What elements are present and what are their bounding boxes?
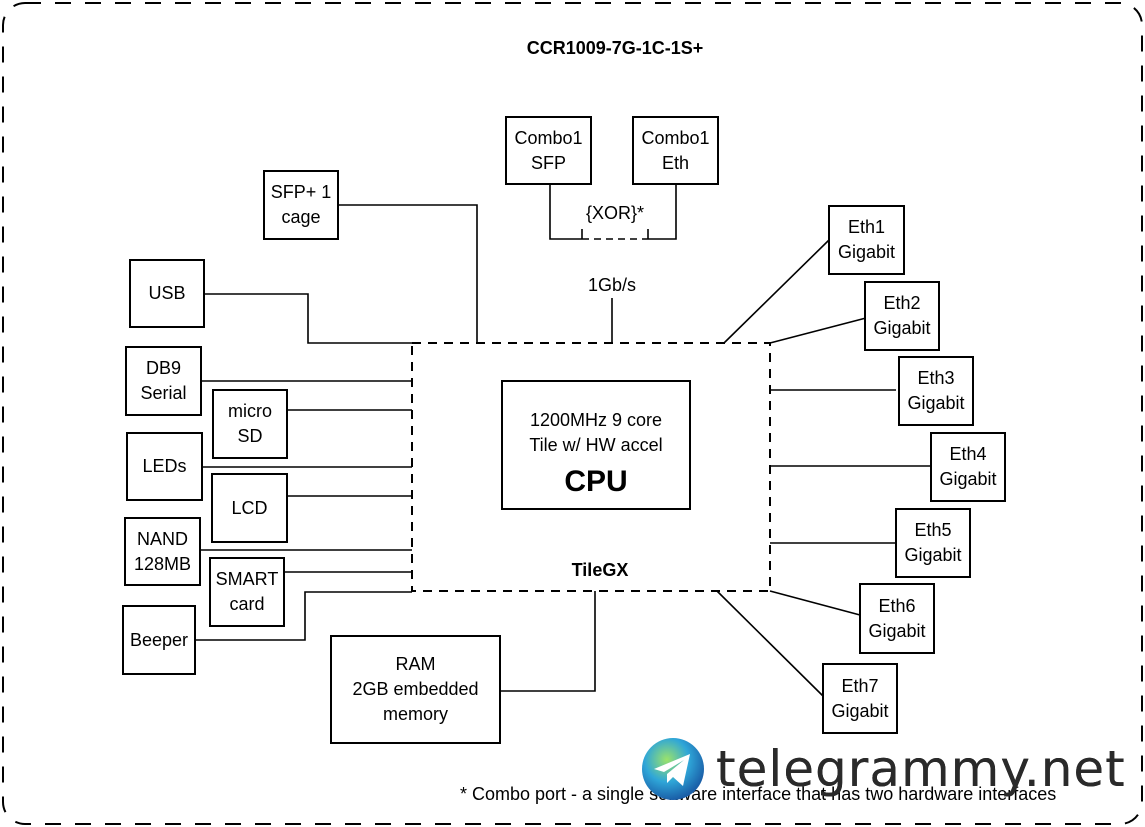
ram-line2: 2GB embedded	[352, 679, 479, 699]
smartcard-line2: card	[229, 594, 265, 614]
combo1-eth-box: Combo1 Eth	[632, 116, 719, 185]
sfp-cage-line2: cage	[281, 207, 321, 227]
cpu-label: CPU	[564, 465, 628, 498]
sfp-cage-line1: SFP+ 1	[270, 182, 332, 202]
cpu-box: 1200MHz 9 core Tile w/ HW accel CPU	[501, 380, 691, 510]
eth5-line2: Gigabit	[904, 545, 962, 565]
eth7-box: Eth7 Gigabit	[822, 663, 898, 734]
eth6-line2: Gigabit	[868, 620, 926, 641]
eth4-line1: Eth4	[949, 444, 987, 464]
usb-box: USB	[129, 259, 205, 328]
microsd-box: micro SD	[212, 389, 288, 459]
nand-box: NAND 128MB	[124, 517, 201, 586]
eth2-line2: Gigabit	[873, 318, 931, 338]
combo1-sfp-line1: Combo1	[514, 127, 583, 148]
microsd-line2: SD	[237, 426, 263, 446]
lcd-label: LCD	[231, 497, 268, 518]
line-sfp-cage	[337, 204, 478, 343]
db9-line1: DB9	[145, 358, 181, 378]
eth5-line1: Eth5	[914, 520, 952, 540]
line-eth7	[716, 590, 824, 697]
speed-label: 1Gb/s	[572, 274, 652, 296]
beeper-box: Beeper	[122, 605, 196, 675]
eth7-line2: Gigabit	[831, 700, 889, 721]
line-beeper	[195, 591, 412, 641]
line-eth1	[723, 239, 830, 344]
leds-label: LEDs	[142, 456, 187, 476]
combo1-eth-line1: Combo1	[641, 127, 710, 148]
line-combo-eth	[648, 185, 677, 240]
eth6-box: Eth6 Gigabit	[859, 583, 935, 654]
leds-box: LEDs	[126, 432, 203, 501]
nand-line1: NAND	[136, 528, 188, 549]
smartcard-line1: SMART	[215, 569, 279, 589]
telegram-globe-icon	[642, 738, 704, 800]
eth4-line2: Gigabit	[939, 469, 997, 489]
nand-line2: 128MB	[133, 553, 192, 574]
xor-label: {XOR}*	[585, 203, 645, 223]
eth7-line1: Eth7	[841, 675, 879, 696]
line-usb	[204, 293, 412, 344]
sfp-cage-box: SFP+ 1 cage	[263, 170, 339, 240]
combo1-eth-line2: Eth	[661, 152, 690, 173]
cpu-line1: 1200MHz 9 core	[529, 410, 663, 430]
eth2-line1: Eth2	[883, 293, 921, 313]
eth1-line1: Eth1	[847, 217, 886, 237]
diagram-title: CCR1009-7G-1C-1S+	[526, 38, 704, 58]
combo1-sfp-line2: SFP	[530, 152, 566, 173]
line-combo-sfp	[549, 185, 582, 240]
eth1-line2: Gigabit	[837, 242, 896, 262]
watermark-text: telegrammy.net	[716, 740, 1126, 798]
eth5-box: Eth5 Gigabit	[895, 508, 971, 578]
db9-line2: Serial	[140, 383, 187, 403]
cpu-line2: Tile w/ HW accel	[529, 435, 663, 455]
watermark: telegrammy.net	[640, 734, 1126, 804]
line-ram	[500, 591, 596, 692]
combo1-sfp-box: Combo1 SFP	[505, 116, 592, 185]
ram-line3: memory	[382, 704, 448, 724]
microsd-line1: micro	[228, 401, 272, 421]
combo-footnote: * Combo port - a single software interfa…	[460, 784, 1057, 804]
eth2-box: Eth2 Gigabit	[864, 281, 940, 351]
eth6-line1: Eth6	[878, 595, 916, 616]
eth3-line2: Gigabit	[907, 393, 965, 413]
usb-label: USB	[148, 283, 186, 303]
eth4-box: Eth4 Gigabit	[930, 432, 1006, 502]
line-eth2	[769, 317, 867, 344]
eth3-line1: Eth3	[917, 368, 955, 388]
db9-serial-box: DB9 Serial	[125, 346, 202, 416]
tilegx-label: TileGX	[571, 560, 629, 580]
line-eth6	[769, 590, 861, 616]
ram-box: RAM 2GB embedded memory	[330, 635, 501, 744]
eth3-box: Eth3 Gigabit	[898, 356, 974, 426]
smartcard-box: SMART card	[209, 557, 285, 627]
beeper-label: Beeper	[129, 629, 189, 650]
ram-line1: RAM	[395, 654, 436, 674]
eth1-box: Eth1 Gigabit	[828, 205, 905, 275]
lcd-box: LCD	[211, 473, 288, 543]
